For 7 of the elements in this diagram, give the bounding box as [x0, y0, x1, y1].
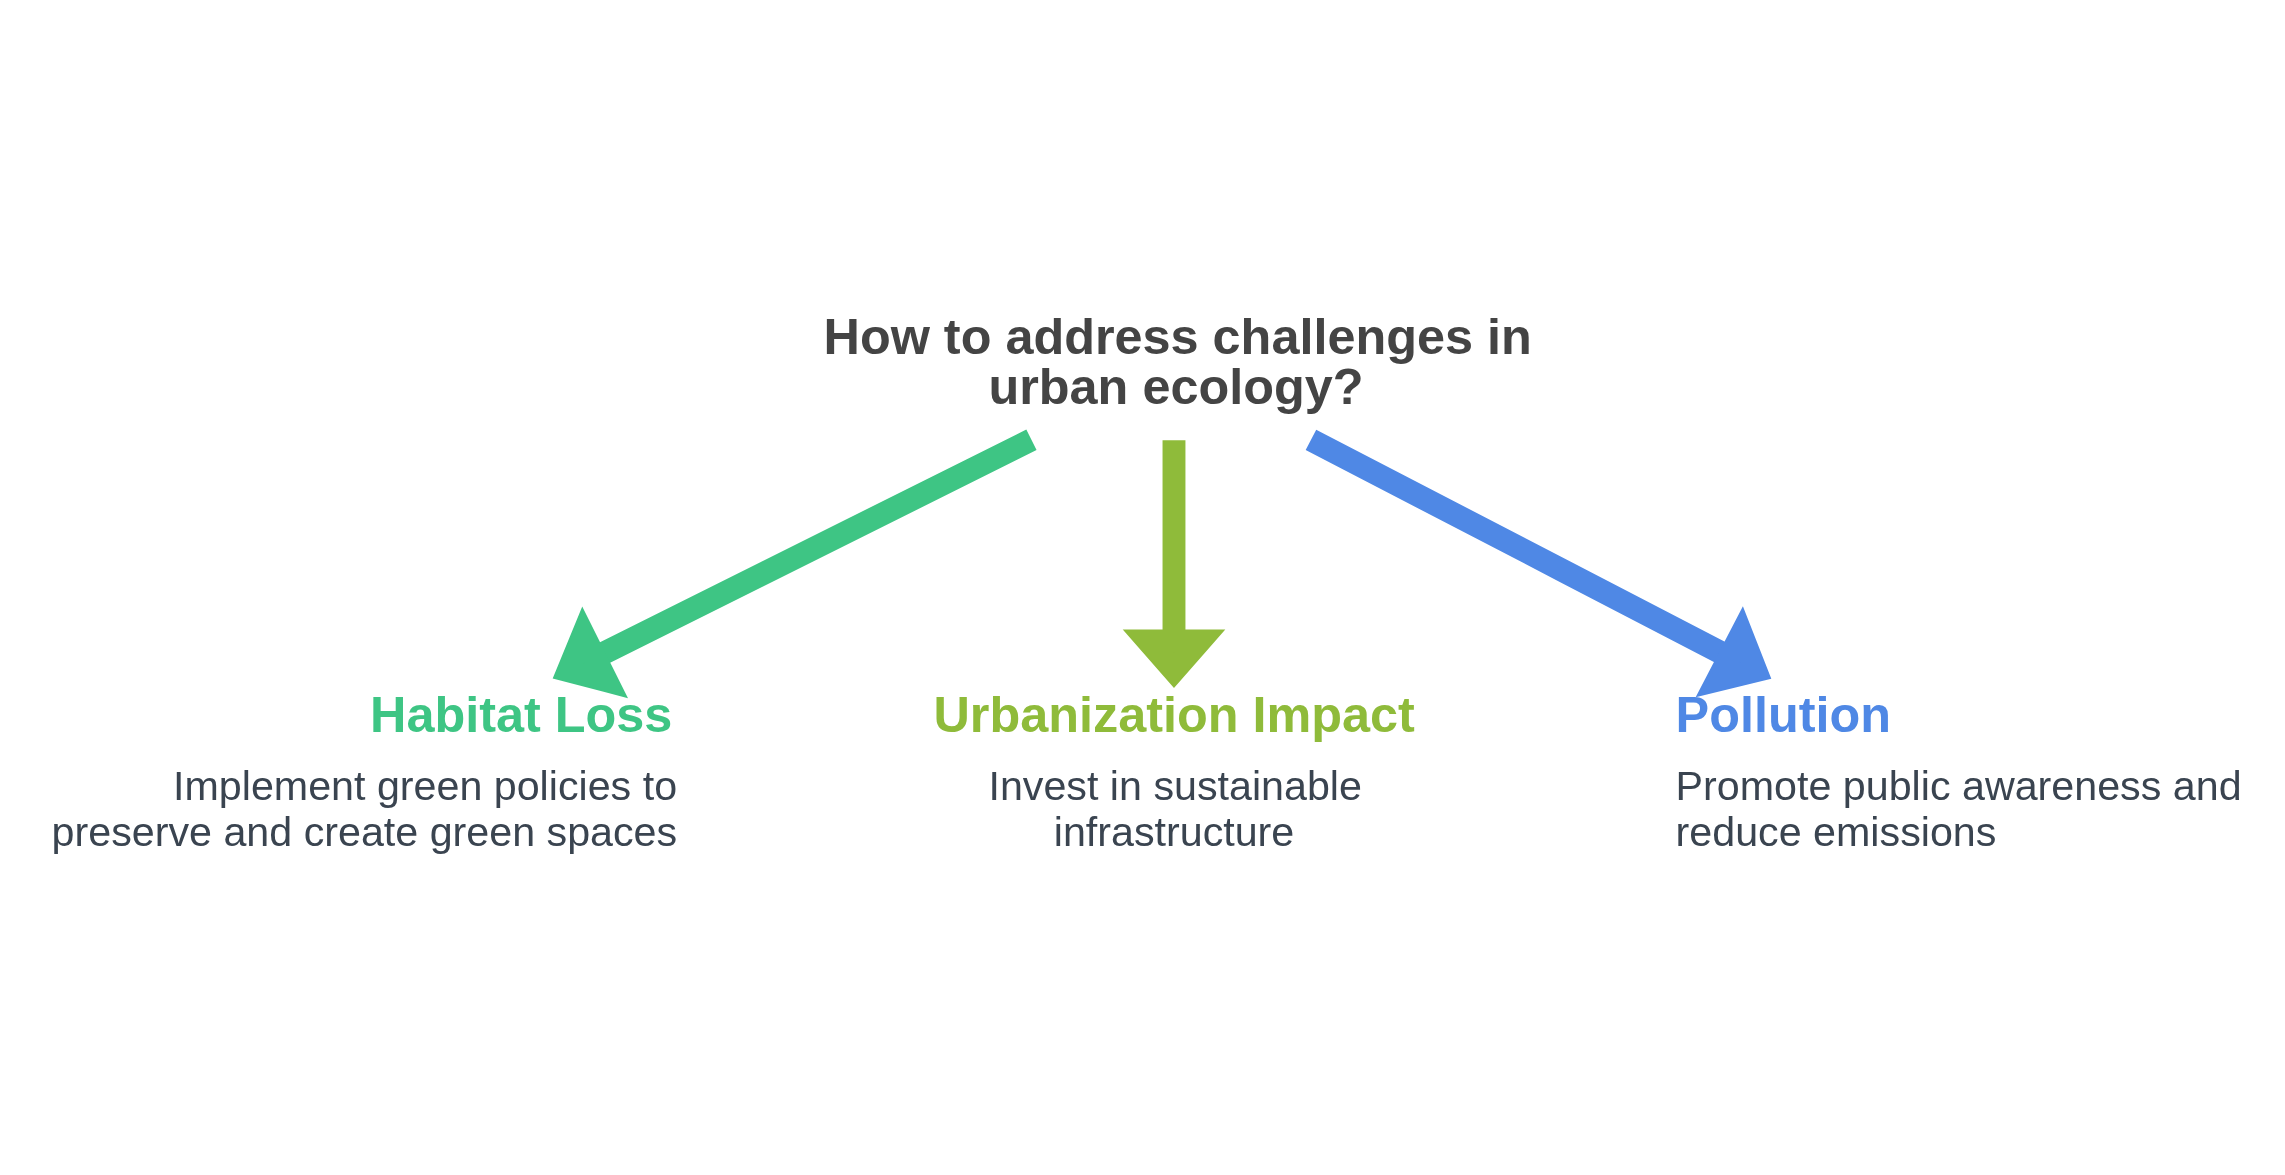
node-text: Urbanization Impact Invest in sustainable infrastructure — [933, 686, 1415, 856]
arrow — [552, 429, 1037, 699]
node-text: How to address challenges in urban ecology? — [823, 308, 1532, 416]
node-text: Pollution Promote public awareness and reduce emissions — [1675, 686, 2242, 856]
arrow — [1122, 440, 1226, 688]
arrow — [1305, 429, 1772, 698]
node-text: Habitat Loss Implement green policies to preserve and create green spaces — [51, 686, 678, 856]
